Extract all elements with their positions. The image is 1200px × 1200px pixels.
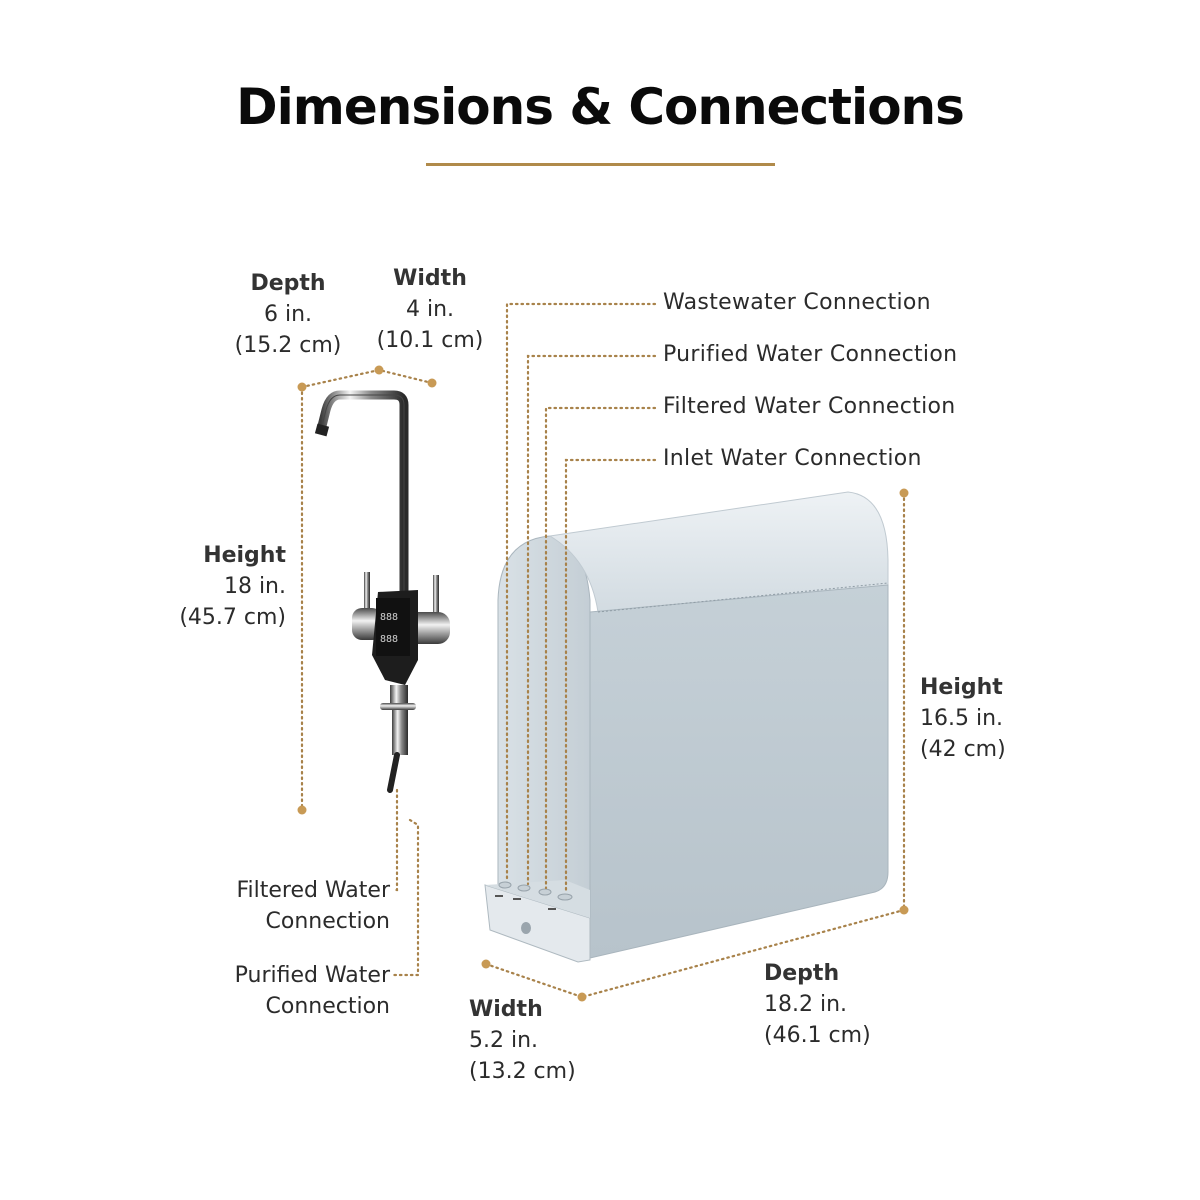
unit-height-label: Height 16.5 in. (42 cm) bbox=[920, 672, 1006, 765]
faucet-width-label: Width 4 in. (10.1 cm) bbox=[370, 263, 490, 356]
unit-width-inches: 5.2 in. bbox=[469, 1028, 539, 1053]
dimension-lines bbox=[300, 302, 906, 999]
faucet-height-cm: (45.7 cm) bbox=[179, 605, 286, 630]
unit-depth-heading: Depth bbox=[764, 961, 840, 986]
filtered-water-connection-label: Filtered Water Connection bbox=[663, 394, 956, 419]
unit-depth-label: Depth 18.2 in. (46.1 cm) bbox=[764, 958, 871, 1051]
faucet-depth-cm: (15.2 cm) bbox=[234, 333, 342, 358]
faucet-width-heading: Width bbox=[393, 266, 467, 291]
faucet-depth-label: Depth 6 in. (15.2 cm) bbox=[228, 268, 348, 361]
svg-text:888: 888 bbox=[380, 612, 398, 623]
unit-width-cm: (13.2 cm) bbox=[469, 1059, 576, 1084]
faucet-height-heading: Height bbox=[203, 543, 286, 568]
ro-unit bbox=[484, 491, 889, 963]
faucet-purified-connection-label: Purified Water Connection bbox=[180, 960, 390, 1022]
faucet: 888 888 bbox=[314, 390, 450, 824]
unit-depth-cm: (46.1 cm) bbox=[764, 1023, 871, 1048]
wastewater-connection-label: Wastewater Connection bbox=[663, 290, 931, 315]
unit-height-inches: 16.5 in. bbox=[920, 706, 1004, 731]
faucet-purified-line2: Connection bbox=[265, 994, 390, 1019]
unit-width-heading: Width bbox=[469, 997, 543, 1022]
faucet-depth-inches: 6 in. bbox=[263, 302, 313, 327]
svg-text:888: 888 bbox=[380, 634, 398, 645]
unit-width-label: Width 5.2 in. (13.2 cm) bbox=[469, 994, 576, 1087]
dimension-markers bbox=[297, 365, 909, 1002]
faucet-width-cm: (10.1 cm) bbox=[376, 328, 484, 353]
faucet-width-inches: 4 in. bbox=[405, 297, 455, 322]
faucet-filtered-connection-label: Filtered Water Connection bbox=[180, 875, 390, 937]
faucet-height-inches: 18 in. bbox=[223, 574, 286, 599]
unit-height-heading: Height bbox=[920, 675, 1003, 700]
unit-height-cm: (42 cm) bbox=[920, 737, 1006, 762]
inlet-water-connection-label: Inlet Water Connection bbox=[663, 446, 922, 471]
faucet-filtered-line2: Connection bbox=[265, 909, 390, 934]
page-title: Dimensions & Connections bbox=[236, 78, 965, 136]
title-divider bbox=[426, 163, 775, 166]
faucet-filtered-line1: Filtered Water bbox=[236, 878, 390, 903]
purified-water-connection-label: Purified Water Connection bbox=[663, 342, 958, 367]
faucet-height-label: Height 18 in. (45.7 cm) bbox=[150, 540, 286, 633]
faucet-purified-line1: Purified Water bbox=[234, 963, 390, 988]
unit-depth-inches: 18.2 in. bbox=[764, 992, 848, 1017]
faucet-depth-heading: Depth bbox=[250, 271, 326, 296]
